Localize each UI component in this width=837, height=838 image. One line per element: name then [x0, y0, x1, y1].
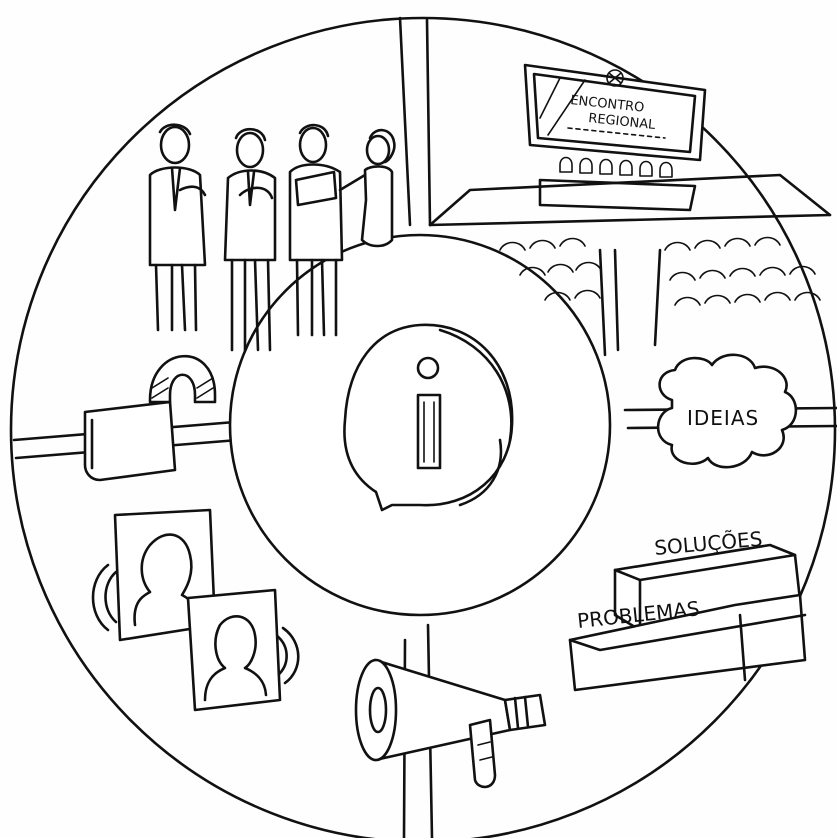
magnet-icon: [83, 354, 217, 482]
person-clapping-1: [148, 123, 207, 332]
ideas-label: IDEIAS: [687, 406, 759, 430]
megaphone-icon: [354, 658, 547, 789]
stage-floor: [428, 173, 832, 227]
screen-title-line2: REGIONAL: [588, 111, 657, 133]
person-with-certificate: [288, 123, 344, 337]
conference-auditorium-icon: ENCONTRO REGIONAL: [428, 63, 832, 357]
steps: SOLUÇÕES PROBLEMAS: [568, 527, 807, 692]
award-ceremony-icon: [148, 123, 396, 352]
audience-seats: [499, 236, 821, 357]
ideas-solutions-icon: IDEIAS SOLUÇÕES PROBLEMAS: [568, 353, 807, 692]
ideas-cloud: IDEIAS: [656, 353, 798, 469]
person-clapping-2: [223, 127, 277, 352]
panelists: [559, 156, 673, 178]
profiles-icon: [91, 508, 300, 712]
speaker-table: [538, 178, 697, 212]
presentation-screen: ENCONTRO REGIONAL: [523, 63, 707, 162]
info-icon: [343, 323, 514, 512]
woman-presenter: [338, 128, 396, 248]
center-hub: [228, 233, 612, 617]
